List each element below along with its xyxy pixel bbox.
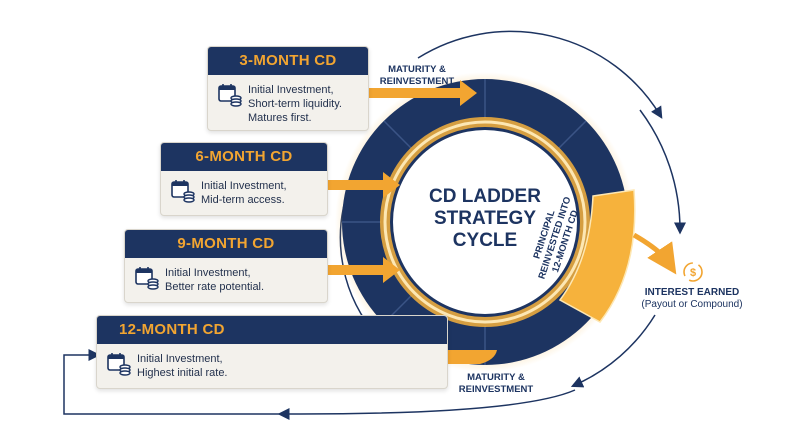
arrow-9m	[326, 257, 400, 283]
principal-segment	[558, 189, 636, 323]
maturity-label-bottom: MATURITY & REINVESTMENT	[438, 372, 554, 396]
outer-cycle-arrow-bottom-right	[570, 314, 656, 388]
center-title-line: CYCLE	[452, 230, 518, 251]
card-line: Highest initial rate.	[137, 367, 228, 379]
card-line: Mid-term access.	[201, 194, 285, 206]
label-line: REINVESTMENT	[458, 384, 534, 395]
interest-earned-title: INTEREST EARNED	[644, 287, 740, 298]
card-line: Better rate potential.	[165, 281, 265, 293]
card-line: Short-term liquidity.	[248, 98, 342, 110]
calendar-coins-icon	[107, 353, 131, 376]
center-title: CD LADDER STRATEGY CYCLE	[410, 186, 560, 252]
card-line: Initial Investment,	[137, 353, 223, 365]
calendar-coins-icon	[218, 84, 242, 107]
calendar-coins-icon	[135, 267, 159, 290]
outer-cycle-arrow-top	[417, 30, 663, 119]
label-line: MATURITY &	[388, 64, 446, 75]
card-12-month-cd: 12-MONTH CD Initial Investment, Highest …	[96, 315, 448, 389]
dollar-cycle-icon: $	[683, 262, 703, 282]
outer-cycle-arrow-right	[639, 109, 686, 235]
center-title-line: STRATEGY	[433, 208, 537, 229]
maturity-label-top: MATURITY & REINVESTMENT	[362, 64, 472, 88]
card-3-month-cd: 3-MONTH CD Initial Investment, Short-ter…	[207, 46, 369, 131]
label-line: MATURITY &	[467, 372, 525, 383]
interest-earned-subtitle: (Payout or Compound)	[641, 299, 743, 310]
card-title: 6-MONTH CD	[161, 143, 327, 171]
card-line: Initial Investment,	[201, 180, 287, 192]
card-line: Initial Investment,	[248, 84, 334, 96]
outer-cycle-arrow-bottom	[63, 349, 576, 415]
card-line: Initial Investment,	[165, 267, 251, 279]
card-6-month-cd: 6-MONTH CD Initial Investment, Mid-term …	[160, 142, 328, 216]
arrow-3m	[367, 80, 477, 106]
inner-circle	[393, 130, 577, 314]
card-title: 3-MONTH CD	[208, 47, 368, 75]
svg-text:$: $	[690, 267, 696, 279]
label-line: REINVESTMENT	[379, 76, 455, 87]
card-9-month-cd: 9-MONTH CD Initial Investment, Better ra…	[124, 229, 328, 303]
card-line: Matures first.	[248, 112, 312, 124]
calendar-coins-icon	[171, 180, 195, 203]
card-title: 9-MONTH CD	[125, 230, 327, 258]
arrow-6m	[326, 172, 400, 198]
center-title-line: CD LADDER	[429, 186, 541, 207]
inner-glow-ring-highlight	[383, 120, 587, 324]
card-title: 12-MONTH CD	[97, 316, 447, 344]
arrow-principal-out	[632, 232, 677, 275]
